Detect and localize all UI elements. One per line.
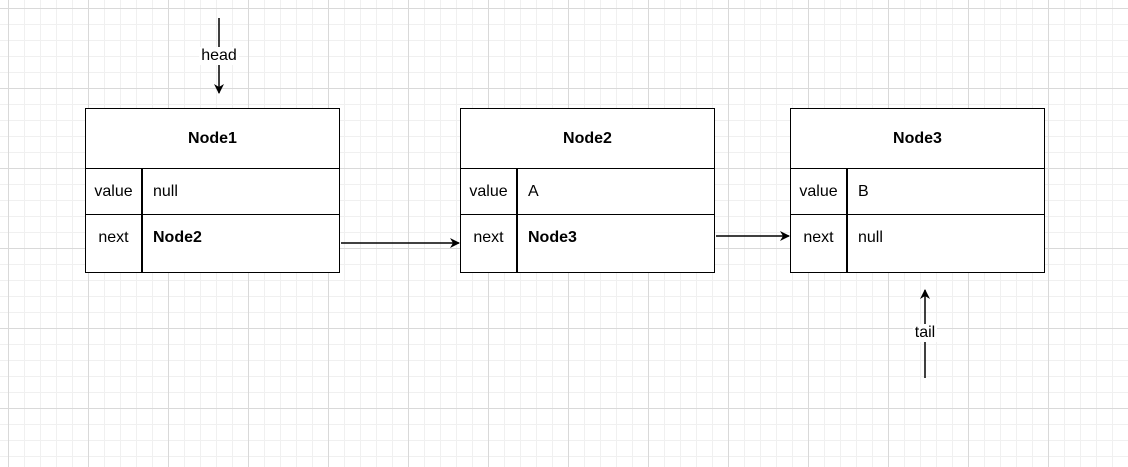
value-key: value [94,183,133,200]
value-key: value [799,183,838,200]
node-1: Node1 value null next Node2 [85,108,340,273]
next-cell: Node3 [528,229,577,246]
node-title: Node1 [86,109,339,169]
value-row: value null [86,169,339,215]
next-key: next [98,229,129,246]
value-cell: B [858,183,869,200]
next-cell: null [858,229,883,246]
node-2: Node2 value A next Node3 [460,108,715,273]
value-row: value A [461,169,714,215]
next-row: next null [791,215,1044,272]
next-key: next [473,229,504,246]
cell-divider [141,169,143,272]
next-row: next Node3 [461,215,714,272]
value-row: value B [791,169,1044,215]
cell-divider [846,169,848,272]
value-key: value [469,183,508,200]
next-key: next [803,229,834,246]
head-label: head [199,47,239,65]
node-title: Node2 [461,109,714,169]
node-3: Node3 value B next null [790,108,1045,273]
node-title: Node3 [791,109,1044,169]
cell-divider [516,169,518,272]
value-cell: null [153,183,178,200]
next-cell: Node2 [153,229,202,246]
tail-label: tail [912,324,938,342]
next-row: next Node2 [86,215,339,272]
value-cell: A [528,183,539,200]
